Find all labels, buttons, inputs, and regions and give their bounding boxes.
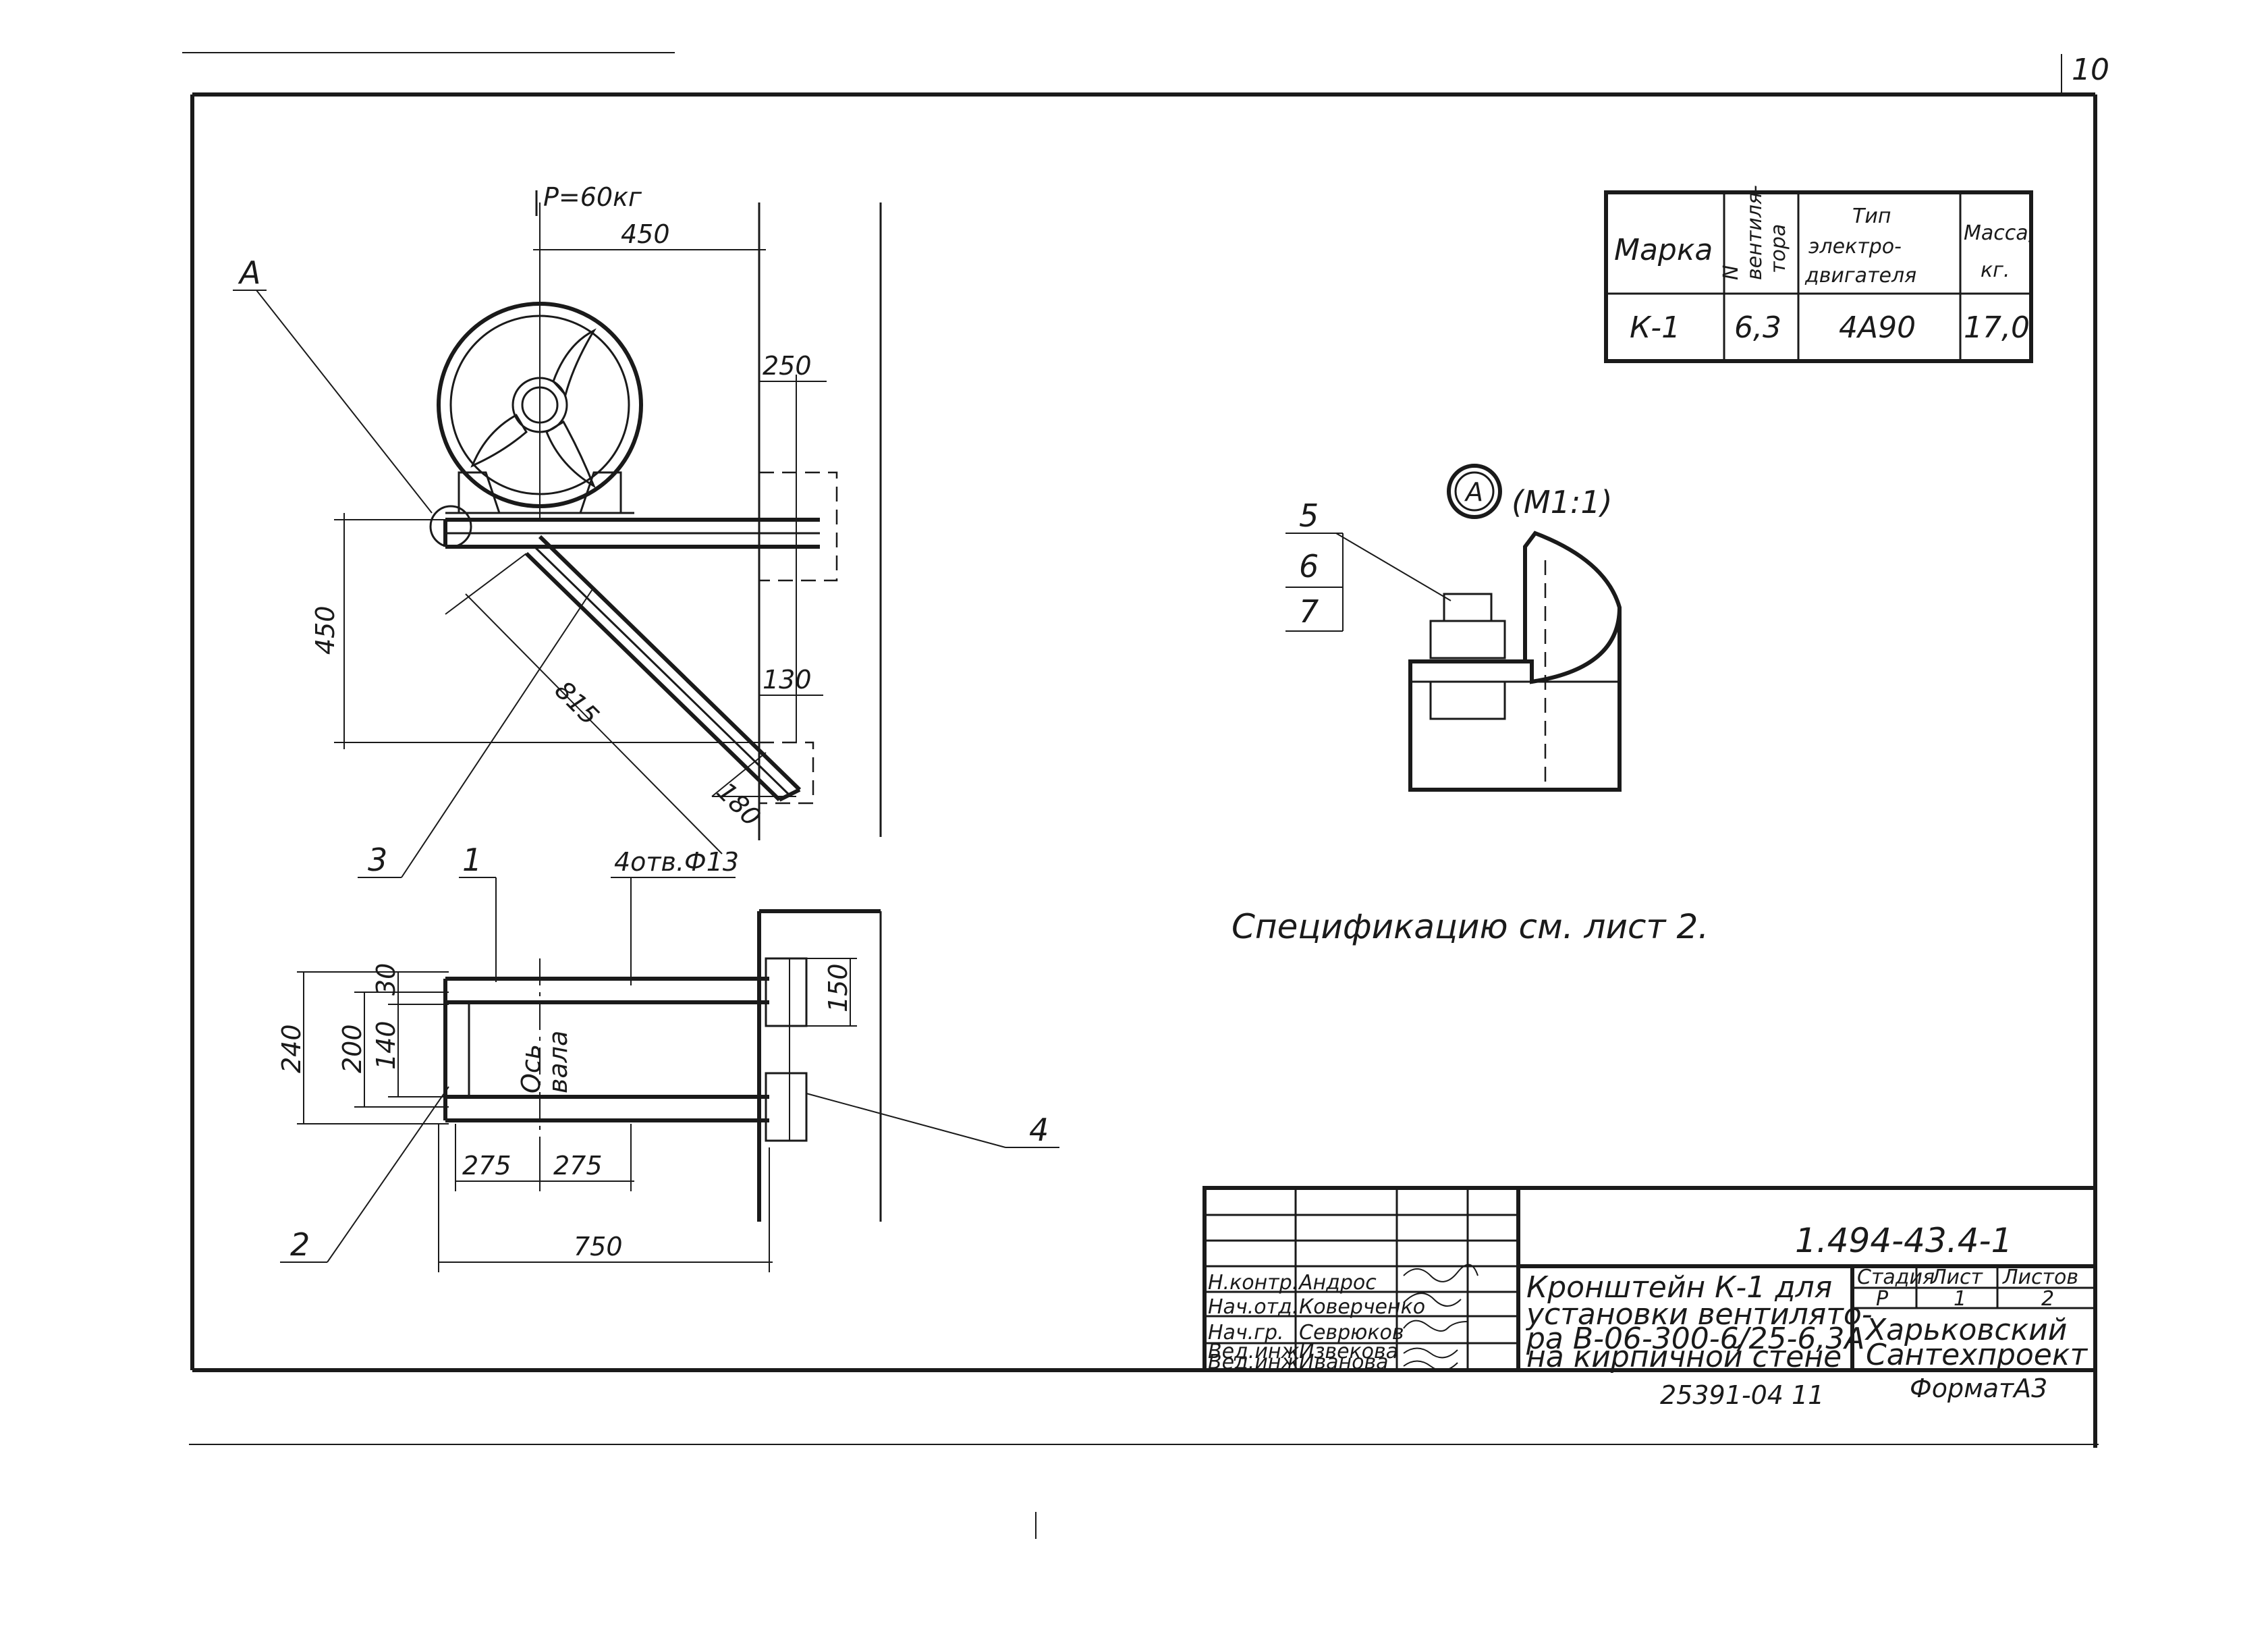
view-a-leader bbox=[256, 290, 433, 514]
stage-header: Стадия bbox=[1857, 1266, 1935, 1289]
detail-a-view bbox=[1335, 531, 1622, 792]
dim-250: 250 bbox=[763, 351, 812, 381]
archive-suffix: 11 bbox=[1792, 1380, 1824, 1410]
signatory-name-3: Севрюков bbox=[1299, 1321, 1404, 1345]
spec-header-mass-line2: кг. bbox=[1981, 259, 2010, 282]
detail-a-scale: (М1:1) bbox=[1512, 484, 1613, 520]
spec-header-fan-no-line1: N bbox=[1719, 265, 1743, 280]
shaft-axis-label-line1: Ось bbox=[516, 1044, 546, 1093]
signatory-role-4: Вед.инж. bbox=[1208, 1340, 1306, 1363]
signature-marks bbox=[1403, 1264, 1478, 1372]
spec-header-fan-no-line2: вентиля- bbox=[1743, 185, 1767, 280]
detail-a-callout-circle bbox=[1447, 464, 1502, 519]
dim-140: 140 bbox=[371, 1021, 401, 1070]
signatory-name-1: Андрос bbox=[1298, 1271, 1377, 1295]
spec-table bbox=[1604, 190, 2033, 363]
dim-130: 130 bbox=[763, 665, 812, 695]
organization-line-2: Сантехпроект bbox=[1866, 1338, 2088, 1372]
signatory-role-5: Вед.инж. bbox=[1208, 1351, 1306, 1374]
title-line-1: Кронштейн К-1 для bbox=[1526, 1270, 1832, 1305]
dim-275-a: 275 bbox=[462, 1151, 511, 1181]
dim-30: 30 bbox=[371, 963, 401, 996]
dim-450-vertical: 450 bbox=[310, 605, 340, 655]
part-6-label: 6 bbox=[1299, 548, 1319, 585]
detail-a-callout-letter: А bbox=[1464, 477, 1483, 507]
spec-header-motor-line2: электро- bbox=[1808, 235, 1902, 259]
stage-value: Р bbox=[1876, 1287, 1889, 1311]
load-label: P=60кг bbox=[543, 182, 642, 212]
detail-a-part-callouts bbox=[1285, 533, 1344, 632]
title-line-4: на кирпичной стене bbox=[1526, 1340, 1842, 1374]
spec-row-mark: К-1 bbox=[1630, 310, 1680, 345]
dim-450-top: 450 bbox=[621, 219, 670, 249]
spec-header-motor-line3: двигателя bbox=[1804, 264, 1916, 288]
part-3-label: 3 bbox=[368, 842, 387, 878]
bracket-console bbox=[429, 505, 820, 802]
sheet-header: Лист bbox=[1931, 1266, 1984, 1289]
sheet-format: ФорматА3 bbox=[1910, 1374, 2047, 1403]
part-4-label: 4 bbox=[1029, 1112, 1049, 1148]
dim-275-b: 275 bbox=[553, 1151, 603, 1181]
part-1-label: 1 bbox=[462, 842, 482, 878]
dim-240: 240 bbox=[277, 1024, 306, 1073]
plan-view bbox=[443, 957, 808, 1147]
signatory-name-5: Иванова bbox=[1299, 1351, 1389, 1374]
dim-200: 200 bbox=[337, 1024, 367, 1073]
signatory-role-2: Нач.отд. bbox=[1208, 1295, 1298, 1319]
sheets-header: Листов bbox=[2002, 1266, 2078, 1289]
view-a-callout: А bbox=[238, 254, 260, 291]
specification-note: Спецификацию см. лист 2. bbox=[1232, 907, 1709, 946]
spec-header-motor-line1: Тип bbox=[1852, 205, 1891, 228]
organization-line-1: Харьковский bbox=[1864, 1313, 2067, 1347]
part-4-leader bbox=[806, 1093, 1006, 1148]
part-2-leader bbox=[327, 1086, 449, 1263]
dim-815: 815 bbox=[549, 675, 605, 730]
page-number: 10 bbox=[2072, 53, 2109, 87]
dim-750: 750 bbox=[574, 1232, 623, 1261]
spec-header-mass-line1: Масса, bbox=[1964, 221, 2035, 245]
signatory-role-3: Нач.гр. bbox=[1208, 1321, 1284, 1345]
spec-header-fan-no-line3: тора bbox=[1767, 224, 1790, 273]
sheet-frame bbox=[182, 52, 2099, 1539]
shaft-axis-label-line2: вала bbox=[543, 1031, 573, 1093]
signatory-name-2: Коверченко bbox=[1299, 1295, 1425, 1319]
plan-view-dimensions bbox=[297, 958, 857, 1272]
part-2-label: 2 bbox=[290, 1226, 310, 1263]
spec-row-fan-no: 6,3 bbox=[1734, 310, 1781, 345]
part-7-label: 7 bbox=[1299, 593, 1319, 630]
sheet-value: 1 bbox=[1954, 1287, 1966, 1311]
part-3-leader bbox=[401, 587, 594, 878]
main-view-dimensions bbox=[334, 202, 827, 854]
title-block bbox=[1202, 1186, 2097, 1372]
detail-a-callout-inner-circle bbox=[1454, 471, 1495, 512]
part-5-label: 5 bbox=[1299, 497, 1319, 534]
spec-row-motor: 4А90 bbox=[1839, 310, 1916, 345]
dim-150: 150 bbox=[823, 963, 853, 1012]
title-line-3: ра В-06-300-6/25-6,3А bbox=[1526, 1322, 1864, 1356]
holes-note: 4отв.Ф13 bbox=[614, 847, 739, 877]
archive-number: 25391-04 bbox=[1660, 1380, 1783, 1410]
signatory-name-4: Извекова bbox=[1299, 1340, 1398, 1363]
sheets-value: 2 bbox=[2041, 1287, 2054, 1311]
spec-header-mark: Марка bbox=[1614, 233, 1713, 267]
title-line-2: установки вентилято- bbox=[1525, 1297, 1873, 1332]
spec-row-mass: 17,0 bbox=[1964, 310, 2030, 345]
designation: 1.494-43.4-1 bbox=[1795, 1221, 2012, 1260]
signatory-role-1: Н.контр. bbox=[1208, 1271, 1298, 1295]
